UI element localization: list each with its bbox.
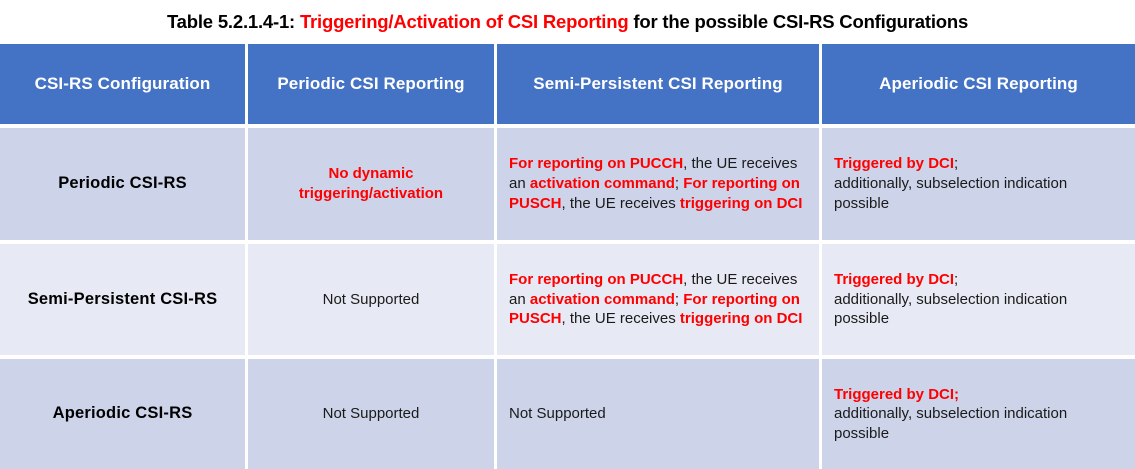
cell-config-periodic-csi-rs: Periodic CSI-RS bbox=[0, 128, 248, 244]
table-row: Periodic CSI-RS No dynamic triggering/ac… bbox=[0, 128, 1135, 244]
sp-separator-row1: ; bbox=[674, 174, 684, 192]
cell-semi-persistent-reporting-row2: For reporting on PUCCH, the UE receives … bbox=[497, 243, 822, 360]
page-title: Table 5.2.1.4-1: Triggering/Activation o… bbox=[0, 0, 1135, 44]
column-header-csi-rs-configuration: CSI-RS Configuration bbox=[0, 44, 248, 128]
sp-pucch-text-row2: , the UE receives an bbox=[509, 270, 798, 308]
periodic-not-supported-row2: Not Supported bbox=[322, 290, 420, 308]
cell-aperiodic-reporting-row2: Triggered by DCI; additionally, subselec… bbox=[822, 243, 1135, 360]
title-prefix: Table 5.2.1.4-1: bbox=[166, 11, 300, 32]
sp-activation-command-row2: activation command bbox=[529, 290, 675, 308]
periodic-no-dynamic-line2: triggering/activation bbox=[298, 184, 444, 202]
table-header: CSI-RS Configuration Periodic CSI Report… bbox=[0, 44, 1135, 128]
table-row: Semi-Persistent CSI-RS Not Supported For… bbox=[0, 243, 1135, 360]
sp-pucch-text-row1: , the UE receives an bbox=[509, 155, 798, 192]
cell-config-semi-persistent-csi-rs: Semi-Persistent CSI-RS bbox=[0, 243, 248, 360]
cell-semi-persistent-reporting-row1: For reporting on PUCCH, the UE receives … bbox=[497, 128, 822, 244]
sp-activation-command-row1: activation command bbox=[529, 174, 675, 192]
table-row: Aperiodic CSI-RS Not Supported Not Suppo… bbox=[0, 359, 1135, 469]
sp-pusch-text-row1: , the UE receives bbox=[561, 194, 680, 212]
column-header-semi-persistent-csi-reporting: Semi-Persistent CSI Reporting bbox=[497, 44, 822, 128]
cell-periodic-reporting-row2: Not Supported bbox=[248, 243, 497, 360]
ap-semicolon-row1: ; bbox=[954, 155, 959, 173]
title-suffix: for the possible CSI-RS Configurations bbox=[628, 11, 969, 32]
semi-persistent-not-supported-row3: Not Supported bbox=[509, 405, 606, 423]
ap-subselection-row2: additionally, subselection indication po… bbox=[834, 290, 1068, 328]
sp-pusch-text-row2: , the UE receives bbox=[561, 310, 680, 328]
header-row: CSI-RS Configuration Periodic CSI Report… bbox=[0, 44, 1135, 128]
cell-periodic-reporting-row1: No dynamic triggering/activation bbox=[248, 128, 497, 244]
ap-triggered-by-dci-row2: Triggered by DCI bbox=[834, 270, 955, 288]
cell-semi-persistent-reporting-row3: Not Supported bbox=[497, 359, 822, 469]
sp-separator-row2: ; bbox=[674, 290, 684, 308]
ap-subselection-row3: additionally, subselection indication po… bbox=[834, 405, 1068, 443]
column-header-aperiodic-csi-reporting: Aperiodic CSI Reporting bbox=[822, 44, 1135, 128]
ap-semicolon-row2: ; bbox=[954, 270, 959, 288]
table-body: Periodic CSI-RS No dynamic triggering/ac… bbox=[0, 128, 1135, 469]
csi-rs-configuration-table: CSI-RS Configuration Periodic CSI Report… bbox=[0, 44, 1135, 469]
sp-triggering-dci-row1: triggering on DCI bbox=[679, 194, 803, 212]
cell-periodic-reporting-row3: Not Supported bbox=[248, 359, 497, 469]
sp-triggering-dci-row2: triggering on DCI bbox=[679, 310, 803, 328]
ap-subselection-row1: additionally, subselection indication po… bbox=[834, 174, 1068, 212]
cell-aperiodic-reporting-row3: Triggered by DCI; additionally, subselec… bbox=[822, 359, 1135, 469]
periodic-no-dynamic-line1: No dynamic bbox=[328, 165, 414, 183]
ap-triggered-by-dci-row3: Triggered by DCI; bbox=[834, 385, 960, 403]
periodic-not-supported-row3: Not Supported bbox=[322, 405, 420, 423]
cell-config-aperiodic-csi-rs: Aperiodic CSI-RS bbox=[0, 359, 248, 469]
sp-pusch-label-row2: For reporting on PUSCH bbox=[509, 290, 800, 328]
sp-pucch-label-row1: For reporting on PUCCH bbox=[509, 155, 684, 173]
ap-triggered-by-dci-row1: Triggered by DCI bbox=[834, 155, 955, 173]
title-highlight: Triggering/Activation of CSI Reporting bbox=[299, 11, 629, 32]
sp-pusch-label-row1: For reporting on PUSCH bbox=[509, 174, 800, 212]
sp-pucch-label-row2: For reporting on PUCCH bbox=[509, 270, 684, 288]
cell-aperiodic-reporting-row1: Triggered by DCI; additionally, subselec… bbox=[822, 128, 1135, 244]
column-header-periodic-csi-reporting: Periodic CSI Reporting bbox=[248, 44, 497, 128]
csi-rs-table-container: CSI-RS Configuration Periodic CSI Report… bbox=[0, 44, 1135, 469]
